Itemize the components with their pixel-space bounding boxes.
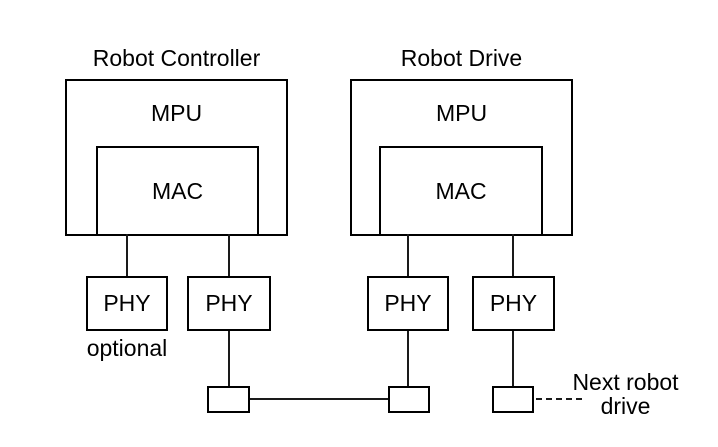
controller-drive-bus-line [250,398,388,400]
next-robot-drive-note: Next robot drive [572,369,679,419]
drive-phy2-box: PHY [472,276,555,331]
drive-mac-label: MAC [435,178,487,204]
controller-phy2-port-line [228,331,230,386]
drive-phy1-port-line [407,331,409,386]
optional-note: optional [86,335,168,361]
drive-phy2-port-line [512,331,514,386]
controller-phy1-label: PHY [103,290,151,316]
robot-controller-title: Robot Controller [92,45,261,71]
controller-mac-phy2-line [228,234,230,276]
drive-mac-box [379,146,543,236]
drive-mpu-label: MPU [435,100,488,126]
controller-port-box [207,386,250,413]
controller-phy2-label: PHY [205,290,253,316]
drive-phy1-label: PHY [384,290,432,316]
controller-phy2-box: PHY [187,276,271,331]
controller-phy1-box: PHY [86,276,168,331]
drive-phy2-label: PHY [489,290,538,316]
drive-mac-phy1-line [407,234,409,276]
drive-phy1-box: PHY [367,276,449,331]
controller-mpu-label: MPU [150,100,203,126]
drive-mac-phy2-line [512,234,514,276]
drive-port-in-box [388,386,430,413]
next-drive-dashed-line [536,398,582,400]
controller-mac-phy1-line [126,234,128,276]
controller-mac-label: MAC [151,178,204,204]
robot-drive-title: Robot Drive [400,45,523,71]
controller-mac-box [96,146,259,236]
drive-port-out-box [492,386,534,413]
